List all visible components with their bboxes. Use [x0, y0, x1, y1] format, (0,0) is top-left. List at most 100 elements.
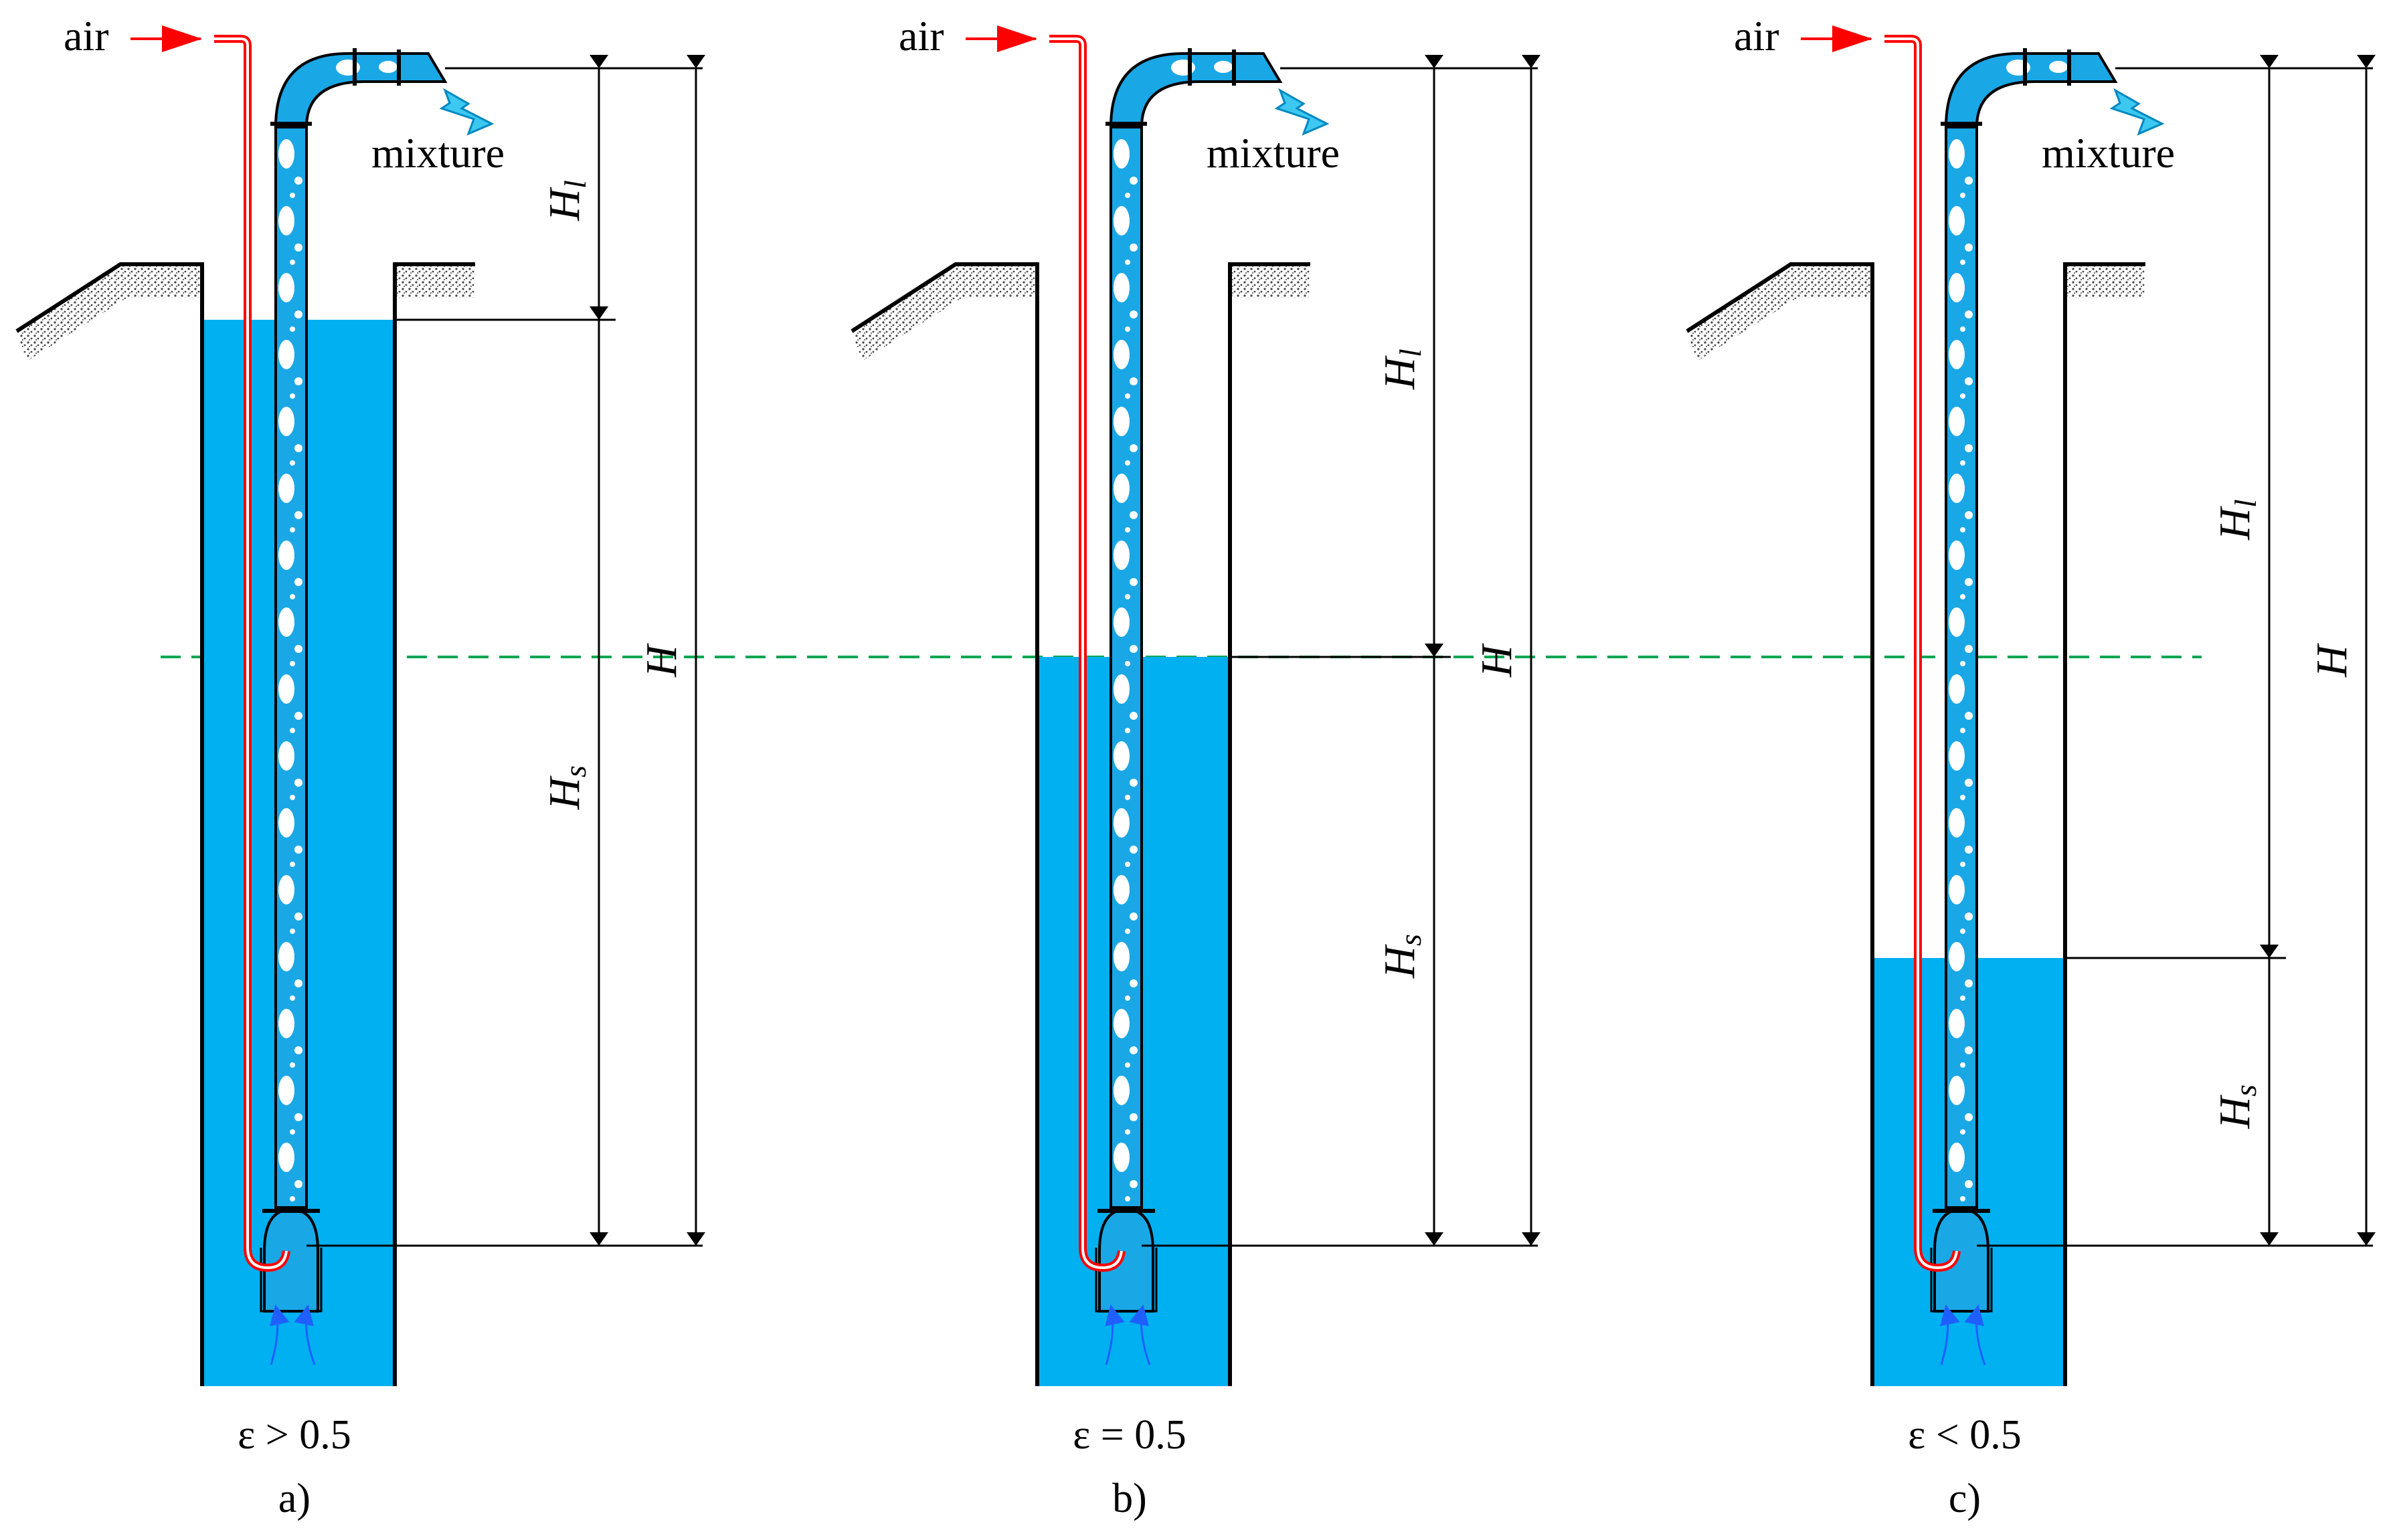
- bubble: [1130, 377, 1138, 385]
- bubble: [1130, 177, 1138, 185]
- bubble: [1960, 1196, 1965, 1201]
- bubble: [278, 674, 294, 704]
- bubble: [1965, 578, 1973, 586]
- bubble: [294, 444, 302, 452]
- pipe-bubbles: [1949, 139, 1973, 1201]
- bubble: [1125, 1062, 1130, 1068]
- bubble: [290, 594, 295, 599]
- bubble: [1960, 326, 1965, 332]
- bubble: [1960, 193, 1965, 198]
- bubble: [1114, 741, 1130, 771]
- bubble: [1130, 578, 1138, 586]
- bubble: [1960, 393, 1965, 399]
- air-tube-core: [1884, 37, 1958, 1270]
- panel-caption: b): [1112, 1476, 1147, 1521]
- bubble: [1125, 594, 1130, 599]
- bubble: [1965, 1113, 1973, 1121]
- bubble: [1965, 310, 1973, 318]
- pipe-bubbles: [1114, 139, 1138, 1201]
- bubble: [278, 1076, 294, 1105]
- bubble: [1965, 846, 1973, 854]
- bubble: [1960, 527, 1965, 533]
- label-lift-height: H: [1375, 355, 1424, 390]
- ground-right: [1230, 264, 1310, 298]
- air-tube-core: [1049, 37, 1123, 1270]
- bubble: [1130, 846, 1138, 854]
- bubble: [278, 340, 294, 369]
- bubble: [1125, 393, 1130, 399]
- label-submergence-height: H: [540, 775, 589, 810]
- bubble: [1960, 995, 1965, 1001]
- bubble: [1114, 1009, 1130, 1038]
- bubble: [1130, 779, 1138, 787]
- bubble: [1125, 862, 1130, 867]
- bubble: [290, 661, 295, 666]
- bubble: [290, 1129, 295, 1135]
- bubble: [1965, 979, 1973, 987]
- bubble: [1114, 340, 1130, 369]
- bubble: [1114, 607, 1130, 637]
- label-total-height: H: [637, 643, 686, 678]
- mixture-label: mixture: [2042, 129, 2175, 177]
- bubble: [278, 407, 294, 436]
- bubble: [1960, 929, 1965, 934]
- shaft-right-wall: [393, 262, 475, 1386]
- bubble: [1114, 1143, 1130, 1172]
- bubble: [1130, 1180, 1138, 1188]
- epsilon-condition: ε < 0.5: [1908, 1412, 2022, 1458]
- bubble: [290, 326, 295, 332]
- foot-piece: [1933, 1208, 1989, 1313]
- bubble: [1960, 862, 1965, 867]
- bubble: [1125, 460, 1130, 466]
- bubble: [1949, 942, 1965, 971]
- bubble: [294, 244, 302, 252]
- bubble: [278, 741, 294, 771]
- bubble: [278, 541, 294, 570]
- bubble: [1130, 1046, 1138, 1054]
- bubble: [1125, 728, 1130, 733]
- bubble: [1949, 1143, 1965, 1172]
- bubble: [294, 712, 302, 720]
- inflow-arrow: [1940, 1305, 1960, 1365]
- bubble: [1960, 728, 1965, 733]
- bubble: [1960, 661, 1965, 666]
- bubble: [1965, 1046, 1973, 1054]
- bubble: [278, 474, 294, 503]
- epsilon-condition: ε > 0.5: [238, 1412, 351, 1458]
- ground-left: [17, 264, 202, 361]
- bubble: [1949, 139, 1965, 169]
- shaft-left-wall: [1686, 262, 1874, 1386]
- foot-cage: [1930, 1248, 1993, 1313]
- bubble: [1949, 1009, 1965, 1038]
- bubble: [294, 846, 302, 854]
- mixture-flow-arrow: [2109, 88, 2165, 136]
- bubble: [290, 527, 295, 533]
- bubble: [1949, 541, 1965, 570]
- foot-cage: [1095, 1248, 1158, 1313]
- bubble: [290, 393, 295, 399]
- epsilon-condition: ε = 0.5: [1073, 1412, 1186, 1458]
- bubble: [290, 260, 295, 265]
- shaft-left-wall: [15, 262, 204, 1386]
- bubble: [1965, 712, 1973, 720]
- bubble: [1130, 979, 1138, 987]
- pipe-bend: [1944, 52, 2118, 128]
- bubble: [1130, 444, 1138, 452]
- bubble: [1965, 377, 1973, 385]
- label-submergence-height: H: [2210, 1094, 2259, 1129]
- bubble: [1114, 808, 1130, 838]
- bubble: [278, 607, 294, 637]
- bubble: [278, 808, 294, 838]
- bubble: [294, 511, 302, 519]
- panel-caption: c): [1949, 1476, 1981, 1521]
- label-submergence-subscript: s: [2228, 1084, 2263, 1096]
- bubble: [1949, 1076, 1965, 1105]
- mixture-label: mixture: [371, 129, 505, 177]
- bubble: [1949, 206, 1965, 235]
- bubble: [1130, 1113, 1138, 1121]
- air-label: air: [64, 12, 109, 60]
- bubble: [1130, 511, 1138, 519]
